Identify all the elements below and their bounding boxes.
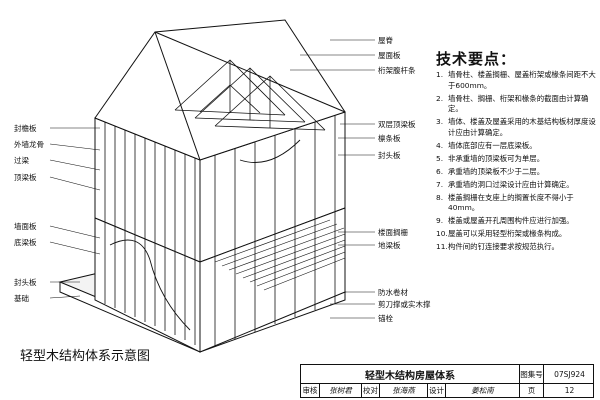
atlas-label: 图集号: [519, 365, 543, 383]
title-block: 轻型木结构房屋体系 图集号 07SJ924 审核 张树君 校对 张海燕 设计 姜…: [300, 364, 594, 398]
technical-point: 1.墙骨柱、楼盖搁栅、屋盖桁架或椽条间距不大于600mm。: [436, 70, 596, 90]
technical-point: 7.承重墙的洞口过梁设计应由计算确定。: [436, 179, 574, 189]
label-header-board-right: 封头板: [378, 151, 401, 160]
design-name: 姜松南: [445, 383, 519, 397]
label-wall-sheathing: 墙面板: [14, 222, 37, 231]
label-top-plate: 顶梁板: [14, 173, 37, 182]
technical-point: 4.墙体底部应有一层底梁板。: [436, 140, 537, 150]
atlas-number: 07SJ924: [543, 365, 595, 383]
page-label: 页: [519, 383, 543, 397]
technical-point: 10.屋盖可以采用轻型桁架或椽条构成。: [436, 229, 567, 239]
label-foundation: 基础: [14, 294, 29, 303]
label-bottom-plate: 底梁板: [14, 238, 37, 247]
technical-point: 6.承重墙的顶梁板不少于二层。: [436, 166, 545, 176]
technical-points-title: 技术要点：: [436, 50, 517, 68]
technical-point: 3.墙体、楼盖及屋盖采用的木基结构板材厚度设计应由计算确定。: [436, 117, 596, 137]
technical-point: 2.墙骨柱、搁栅、桁架和椽条的截面由计算确定。: [436, 93, 589, 114]
label-double-top-plate: 双层顶梁板: [378, 120, 416, 129]
label-lintel: 过梁: [14, 156, 29, 165]
label-roof-sheathing: 屋面板: [378, 51, 401, 60]
label-floor-joist: 楼面搁栅: [378, 228, 408, 237]
review-name: 张树君: [319, 383, 361, 397]
technical-point: 11.构件间的钉连接要求按规范执行。: [436, 242, 559, 252]
label-truss-web: 桁架腹杆条: [378, 66, 416, 75]
label-sill-plate: 地梁板: [378, 241, 401, 250]
label-bridging: 剪刀撑或实木撑: [378, 300, 431, 309]
technical-points-list: 1.墙骨柱、楼盖搁栅、屋盖桁架或椽条间距不大于600mm。 2.墙骨柱、搁栅、桁…: [436, 70, 596, 255]
review-label: 审核: [302, 385, 318, 395]
page-number: 12: [543, 383, 595, 397]
check-name: 张海燕: [379, 383, 427, 397]
technical-point: 8.楼盖搁栅在支座上的搁置长度不得小于40mm。: [436, 192, 574, 213]
label-exterior-stud: 外墙龙骨: [14, 140, 44, 149]
label-header-board-left: 封头板: [14, 278, 37, 287]
technical-point: 5.非承重墙的顶梁板可为单层。: [436, 153, 545, 163]
drawing-title: 轻型木结构房屋体系: [365, 370, 455, 382]
label-waterproof-membrane: 防水卷材: [378, 288, 408, 297]
label-anchor-bolt: 锚栓: [378, 314, 393, 323]
label-roof-ridge: 屋脊: [378, 36, 393, 45]
technical-point: 9.楼盖或屋盖开孔周围构件应进行加强。: [436, 216, 574, 226]
label-fascia: 封檐板: [14, 124, 37, 133]
label-purlin-board: 檩条板: [378, 134, 401, 143]
diagram-caption: 轻型木结构体系示意图: [20, 349, 151, 364]
check-label: 校对: [361, 383, 379, 397]
design-label: 设计: [427, 383, 445, 397]
